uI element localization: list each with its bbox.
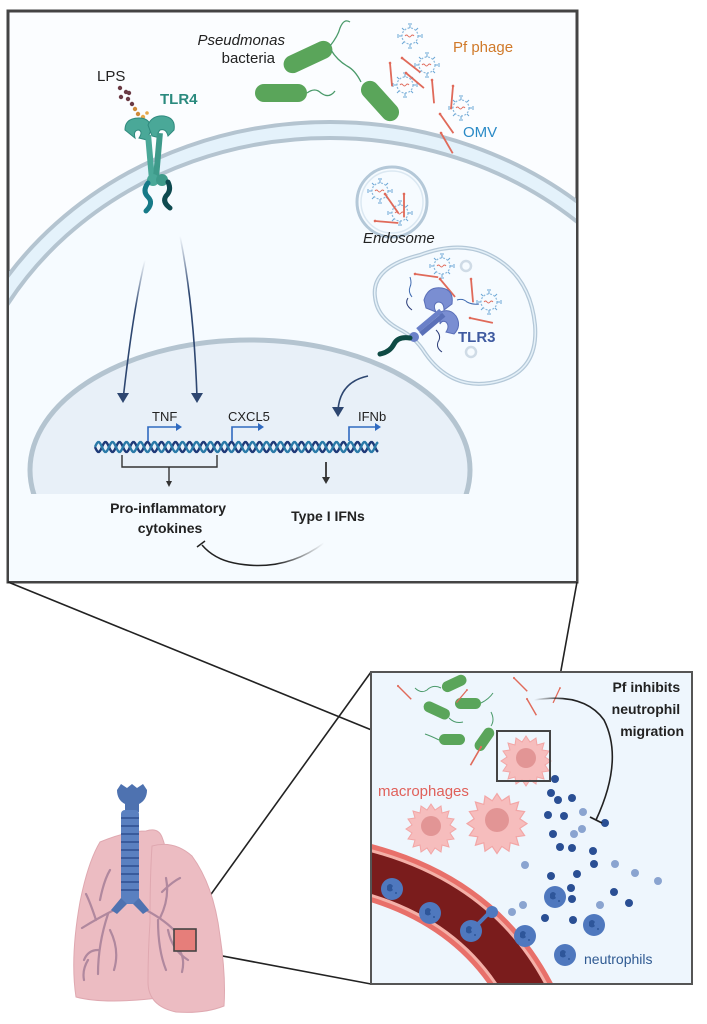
lps-icon: [117, 85, 149, 120]
chemokine-dot: [569, 916, 577, 924]
chemokine-dot: [579, 808, 587, 816]
gene-ifnb: IFNb: [348, 409, 386, 441]
chemokine-dots: [508, 775, 662, 924]
chemokine-dot: [568, 844, 576, 852]
gene-label: TNF: [152, 409, 177, 424]
dna-strand: [93, 440, 379, 454]
chemokine-dot: [590, 860, 598, 868]
pseudomonas-bacteria-icon: [255, 20, 400, 122]
chemokine-dot: [631, 869, 639, 877]
chemokine-dot: [589, 847, 597, 855]
chemokine-dot: [547, 872, 555, 880]
dna-strand: [93, 440, 379, 454]
inhibition-arrow: [196, 540, 325, 567]
lps-label: LPS: [97, 68, 125, 85]
tlr4-signaling-arrows: [117, 235, 203, 403]
chemokine-dot: [544, 811, 552, 819]
lungs-icon: [73, 784, 225, 1013]
tlr4-label: TLR4: [160, 91, 198, 108]
chemokine-dot: [610, 888, 618, 896]
blood-vessel-icon: [372, 844, 553, 983]
zoom-region-box: [496, 730, 551, 782]
chemokine-dot: [549, 830, 557, 838]
pf-phage-label: Pf phage: [453, 39, 513, 56]
chemokine-dot: [596, 901, 604, 909]
gene-label: CXCL5: [228, 409, 270, 424]
chemokine-dot: [625, 899, 633, 907]
chemokine-dot: [508, 908, 516, 916]
type-i-ifns-label: Type I IFNs: [291, 508, 365, 524]
endosome-label: Endosome: [363, 230, 435, 247]
chemokine-dot: [568, 895, 576, 903]
chemokine-dot: [654, 877, 662, 885]
chemokine-dot: [560, 812, 568, 820]
dna-strand-icon: [93, 440, 379, 454]
gene-cxcl5: CXCL5: [228, 409, 270, 441]
bacteria-label: bacteria: [222, 50, 276, 67]
chemokine-dot: [547, 789, 555, 797]
trachea-icon: [111, 784, 149, 914]
gene-label: IFNb: [358, 409, 386, 424]
bacteria-species-label: Pseudmonas: [197, 32, 285, 49]
chemokine-dot: [521, 861, 529, 869]
chemokine-dot: [611, 860, 619, 868]
pathway-arrows: [121, 455, 330, 487]
chemokine-dot: [551, 775, 559, 783]
chemokine-dot: [541, 914, 549, 922]
chemokine-dot: [568, 794, 576, 802]
bacteria-cluster-icon: [393, 674, 562, 768]
tlr3-receptor-icon: [377, 287, 460, 357]
omv-vesicle-icon: [355, 165, 429, 239]
chemokine-dot: [567, 884, 575, 892]
chemokine-dot: [601, 819, 609, 827]
pf-inhibits-title: Pf inhibits neutrophil migration: [612, 679, 684, 739]
neutrophils-label: neutrophils: [584, 951, 653, 967]
tlr3-label: TLR3: [458, 329, 496, 346]
tissue-panel: Pf inhibits neutrophil migration macroph…: [370, 671, 693, 985]
omv-label: OMV: [463, 124, 497, 141]
pf-inhibition-arrow: [533, 697, 614, 824]
chemokine-dot: [573, 870, 581, 878]
chemokine-dot: [556, 843, 564, 851]
chemokine-dot: [519, 901, 527, 909]
pro-inflammatory-label: Pro-inflammatory cytokines: [110, 500, 230, 536]
gene-tnf: TNF: [147, 409, 182, 441]
tlr4-receptor-icon: [124, 115, 175, 214]
lung-region-box: [173, 928, 197, 952]
macrophages-label: macrophages: [378, 783, 469, 800]
chemokine-dot: [578, 825, 586, 833]
cell-panel: Pseudmonas bacteria Pf phage OMV: [6, 9, 579, 584]
tlr3-signaling-arrow: [332, 375, 369, 417]
chemokine-dot: [570, 830, 578, 838]
chemokine-dot: [554, 796, 562, 804]
